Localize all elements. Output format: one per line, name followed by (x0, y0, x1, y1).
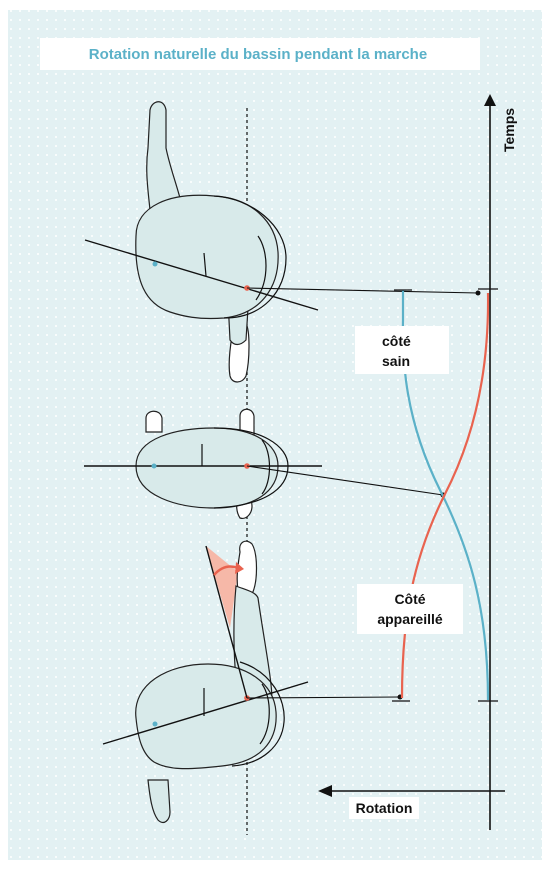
prosthetic-side-label-line1: Côté (394, 591, 425, 607)
pelvis-figure-top (84, 101, 319, 383)
healthy-side-label-box (355, 326, 449, 374)
prosthetic-side-label-line2: appareillé (377, 611, 443, 627)
pelvis-figure-middle (84, 408, 322, 519)
connectors (246, 287, 481, 700)
diagram-title: Rotation naturelle du bassin pendant la … (89, 46, 427, 63)
arrow-left-icon (318, 785, 332, 797)
rotation-axis: Rotation (318, 785, 505, 819)
title-box (40, 38, 480, 70)
prosthetic-side-label-box (357, 584, 463, 634)
background-panel (8, 10, 542, 860)
time-axis-label: Temps (501, 108, 517, 152)
healthy-side-label-line1: côté (382, 333, 411, 349)
rotation-axis-label: Rotation (356, 800, 413, 816)
healthy-side-label-line2: sain (382, 353, 410, 369)
arrow-up-icon (484, 94, 496, 106)
pelvis-figure-bottom (102, 540, 309, 824)
time-axis: Temps (484, 94, 517, 830)
